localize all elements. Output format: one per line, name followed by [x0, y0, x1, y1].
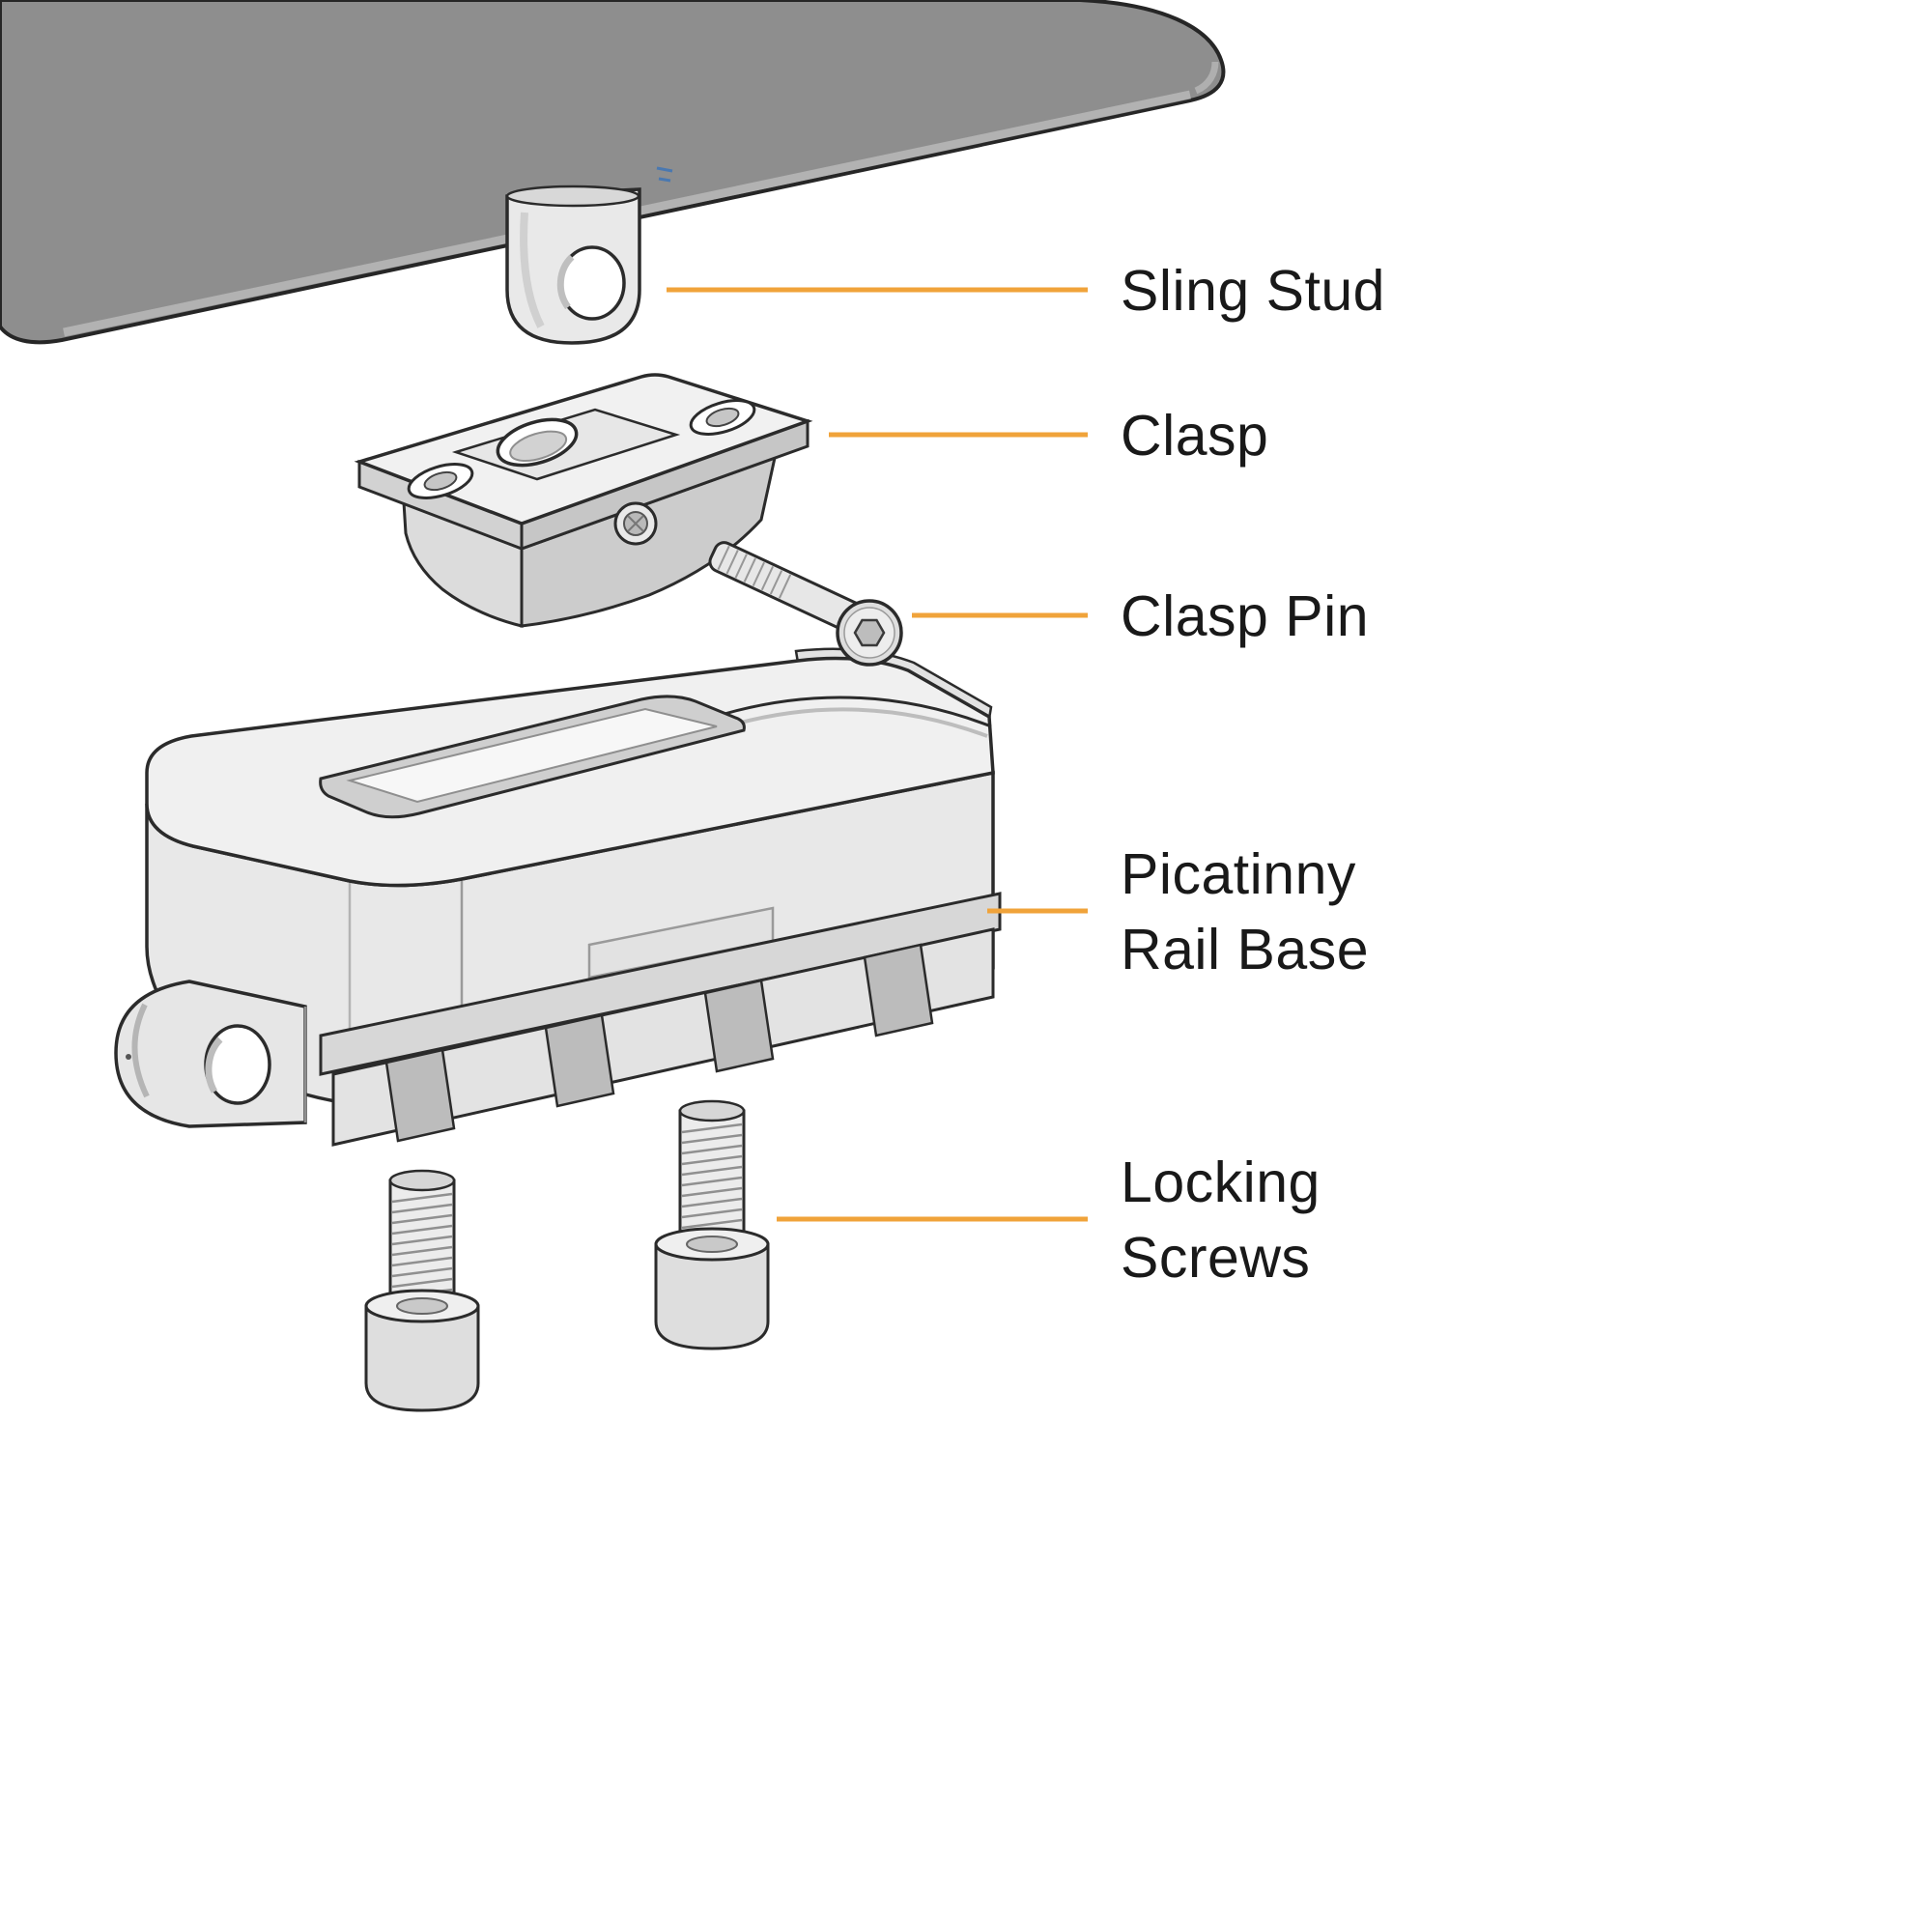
label-locking-screws-line1: Locking — [1121, 1151, 1321, 1214]
screw-head — [654, 1242, 770, 1350]
picatinny-rail-base-illustration — [114, 647, 1002, 1147]
base-side-stud-hole — [204, 1024, 271, 1105]
clasp-illustration — [354, 373, 813, 628]
rail-body — [331, 927, 995, 1147]
rail-flange — [319, 892, 1002, 1076]
label-rail-base: Picatinny Rail Base — [1121, 837, 1369, 987]
clasp-screw-hole-right — [689, 399, 756, 436]
label-sling-stud: Sling Stud — [1121, 259, 1385, 323]
screw-threads — [681, 1122, 743, 1230]
sling-stud-illustration — [505, 185, 641, 345]
rail-slots — [384, 943, 934, 1143]
label-locking-screws: Locking Screws — [1121, 1145, 1321, 1295]
label-clasp-pin: Clasp Pin — [1121, 584, 1370, 648]
clasp-center-hole — [496, 417, 579, 468]
locking-screw-left-illustration — [364, 1169, 480, 1412]
leader-lines — [667, 287, 1088, 1222]
label-clasp: Clasp — [1121, 404, 1269, 468]
clasp-pin-hole — [613, 501, 658, 546]
clasp-pin-illustration — [708, 541, 903, 667]
clasp-screw-hole-left — [407, 463, 474, 499]
label-rail-base-line2: Rail Base — [1121, 918, 1370, 981]
locking-screw-right-illustration — [654, 1099, 770, 1350]
label-rail-base-line1: Picatinny — [1121, 842, 1356, 906]
label-locking-screws-line2: Screws — [1121, 1226, 1311, 1290]
clasp-pin-hex-socket — [853, 618, 886, 647]
cad-marker — [656, 166, 673, 183]
base-top-slot — [319, 695, 746, 819]
screw-head — [364, 1304, 480, 1412]
base-side-stud — [114, 980, 307, 1128]
